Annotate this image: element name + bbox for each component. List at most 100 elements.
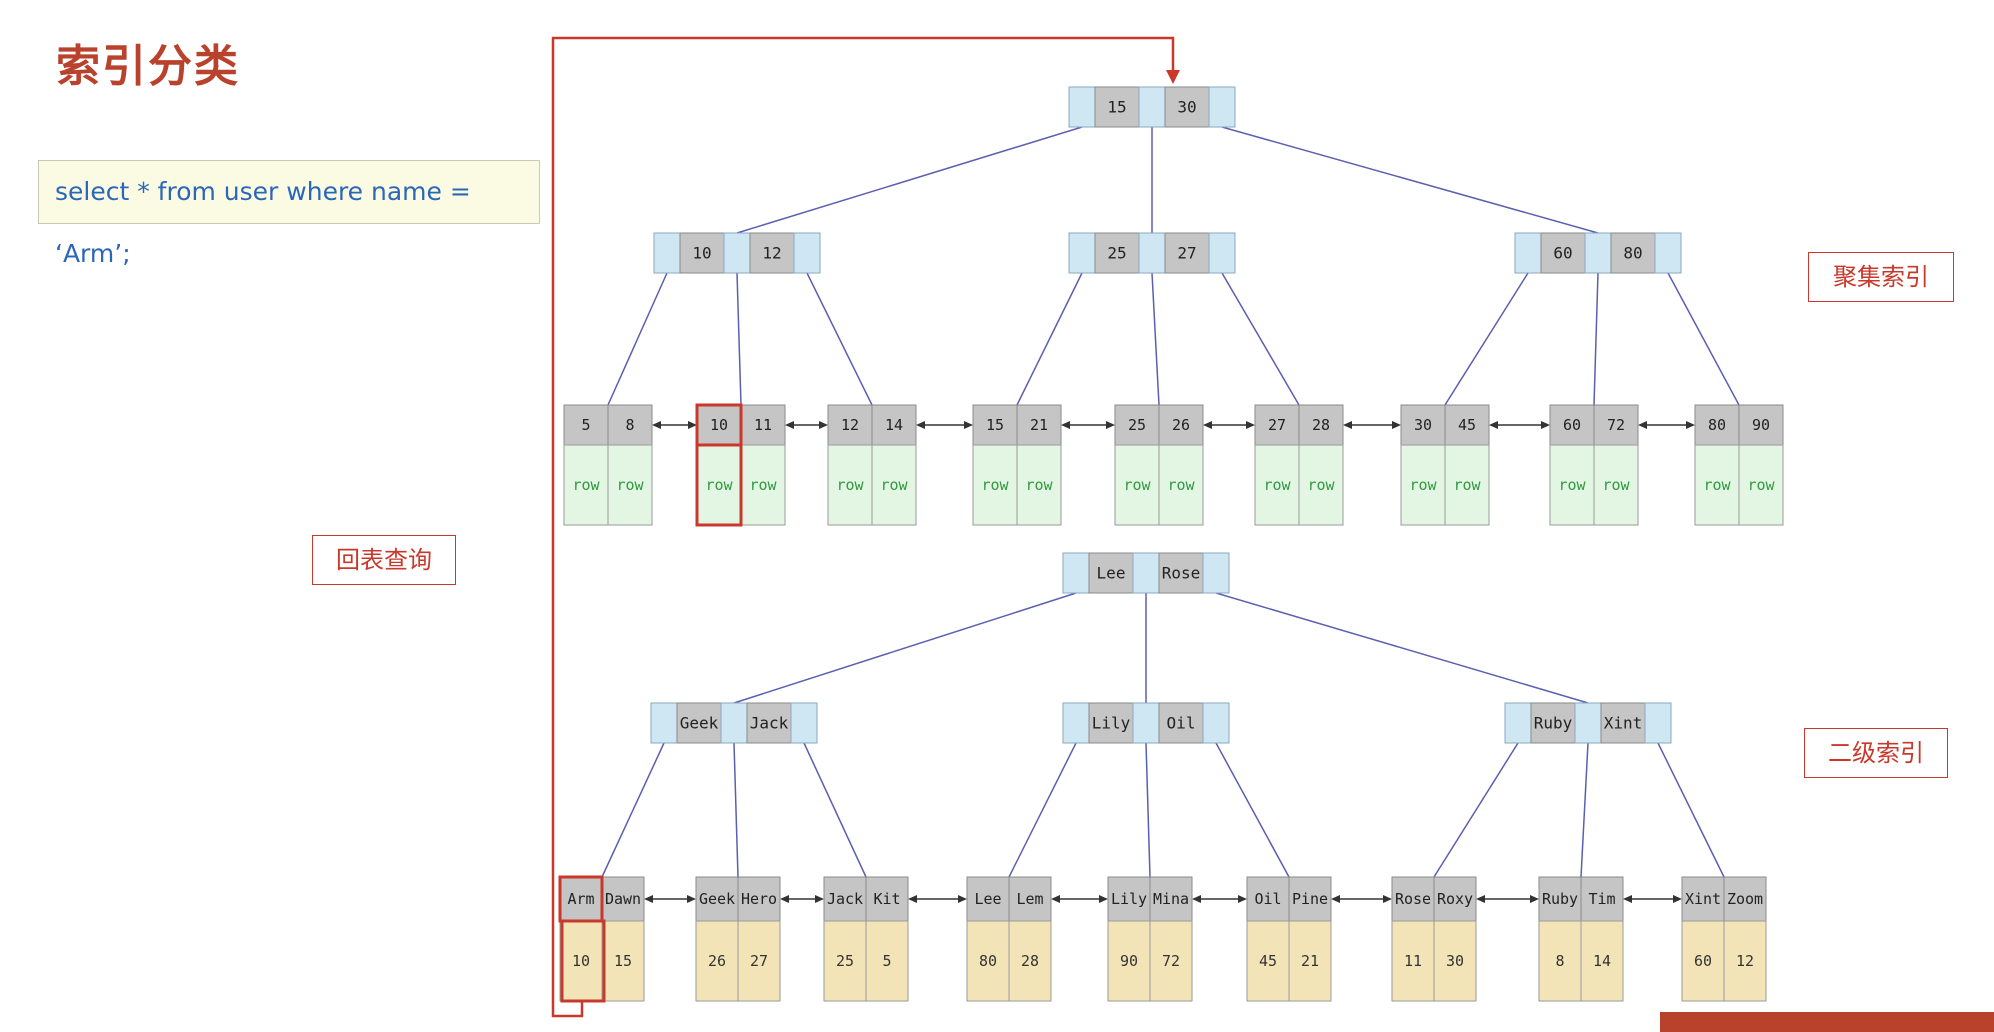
- clustered-root-pointer: [1208, 86, 1236, 128]
- clustered-internal-key-label: 27: [1177, 244, 1196, 263]
- sql-query-box: select * from user where name = ‘Arm’;: [38, 160, 540, 268]
- clustered-internal-pointer: [1654, 232, 1682, 274]
- secondary-leaf-value: [559, 920, 603, 1002]
- secondary-internal-key: [1158, 702, 1204, 744]
- clustered-leaf-value: [563, 444, 609, 526]
- clustered-internal-pointer: [653, 232, 681, 274]
- clustered-leaf-value-label: row: [1025, 476, 1053, 494]
- tree-edge: [1444, 272, 1529, 406]
- leaf-link-arrowhead: [1246, 421, 1255, 429]
- secondary-leaf-key-label: Hero: [741, 890, 777, 908]
- secondary-leaf-key-label: Rose: [1395, 890, 1431, 908]
- clustered-leaf-key: [1444, 404, 1490, 446]
- secondary-internal-pointer: [1574, 702, 1602, 744]
- tree-edge: [1433, 742, 1519, 878]
- leaf-link-arrowhead: [916, 421, 925, 429]
- leaf-link-arrowhead: [1099, 895, 1108, 903]
- clustered-leaf-value-label: row: [705, 476, 733, 494]
- secondary-leaf-value: [1149, 920, 1193, 1002]
- secondary-leaf-key-label: Xint: [1685, 890, 1721, 908]
- secondary-leaf-key-label: Geek: [699, 890, 735, 908]
- secondary-root-key: [1088, 552, 1134, 594]
- secondary-leaf-value-label: 11: [1404, 952, 1422, 970]
- clustered-internal-pointer: [723, 232, 751, 274]
- clustered-leaf-value: [827, 444, 873, 526]
- leaf-link-arrowhead: [1383, 895, 1392, 903]
- leaf-link-arrowhead: [1476, 895, 1485, 903]
- secondary-leaf-value-label: 10: [572, 952, 590, 970]
- clustered-root-pointer: [1138, 86, 1166, 128]
- secondary-leaf-value: [966, 920, 1010, 1002]
- clustered-leaf-key: [740, 404, 786, 446]
- secondary-leaf-key: [1723, 876, 1767, 922]
- clustered-leaf-value-label: row: [1602, 476, 1630, 494]
- leaf-link-arrowhead: [652, 421, 661, 429]
- clustered-leaf-key-label: 45: [1458, 416, 1476, 434]
- clustered-leaf-key-label: 30: [1414, 416, 1432, 434]
- clustered-leaf-value-label: row: [1558, 476, 1586, 494]
- leaf-link-arrowhead: [908, 895, 917, 903]
- tree-edge: [1593, 272, 1599, 406]
- clustered-index-label: 聚集索引: [1808, 252, 1954, 302]
- secondary-index-label: 二级索引: [1804, 728, 1948, 778]
- secondary-leaf-value-label: 5: [882, 952, 891, 970]
- tree-edge: [1145, 742, 1151, 878]
- clustered-leaf-key: [1549, 404, 1595, 446]
- secondary-leaf-value: [1246, 920, 1290, 1002]
- clustered-leaf-value: [1549, 444, 1595, 526]
- highlight-clustered-row: [695, 443, 743, 527]
- secondary-leaf-value: [737, 920, 781, 1002]
- leaf-link-arrowhead: [780, 895, 789, 903]
- secondary-leaf-key: [1288, 876, 1332, 922]
- clustered-leaf-value-label: row: [749, 476, 777, 494]
- leaf-link-arrowhead: [1623, 895, 1632, 903]
- secondary-leaf-value: [1580, 920, 1624, 1002]
- secondary-leaf-key: [601, 876, 645, 922]
- clustered-leaf-key: [1593, 404, 1639, 446]
- secondary-leaf-value: [601, 920, 645, 1002]
- clustered-internal-key: [749, 232, 795, 274]
- secondary-leaf-value-label: 27: [750, 952, 768, 970]
- leaf-link-arrowhead: [1203, 421, 1212, 429]
- clustered-leaf-key: [871, 404, 917, 446]
- clustered-root-pointer: [1068, 86, 1096, 128]
- clustered-leaf-value: [607, 444, 653, 526]
- tree-edge: [733, 592, 1077, 704]
- secondary-leaf-key-label: Roxy: [1437, 890, 1473, 908]
- clustered-leaf-value-label: row: [616, 476, 644, 494]
- leaf-link-arrowhead: [688, 421, 697, 429]
- corner-badge: [1660, 1012, 1994, 1032]
- secondary-leaf-value-label: 26: [708, 952, 726, 970]
- clustered-leaf-key-label: 10: [710, 416, 728, 434]
- secondary-leaf-value-label: 72: [1162, 952, 1180, 970]
- leaf-link-arrowhead: [1061, 421, 1070, 429]
- leaf-link-arrowhead: [1331, 895, 1340, 903]
- clustered-leaf-value: [1158, 444, 1204, 526]
- clustered-leaf-value: [1254, 444, 1300, 526]
- leaf-link-arrowhead: [1343, 421, 1352, 429]
- clustered-internal-key-label: 60: [1553, 244, 1572, 263]
- secondary-leaf-value-label: 8: [1555, 952, 1564, 970]
- secondary-leaf-key-label: Oil: [1254, 890, 1281, 908]
- clustered-leaf-value-label: row: [1123, 476, 1151, 494]
- secondary-leaf-value: [1681, 920, 1725, 1002]
- tree-edge: [736, 272, 742, 406]
- secondary-leaf-value-label: 60: [1694, 952, 1712, 970]
- secondary-leaf-value: [695, 920, 739, 1002]
- clustered-internal-pointer: [1068, 232, 1096, 274]
- secondary-internal-pointer: [1644, 702, 1672, 744]
- secondary-leaf-key-label: Ruby: [1542, 890, 1578, 908]
- clustered-leaf-key: [1158, 404, 1204, 446]
- clustered-leaf-value: [1444, 444, 1490, 526]
- clustered-leaf-key-label: 72: [1607, 416, 1625, 434]
- secondary-leaf-value-label: 25: [836, 952, 854, 970]
- leaf-link-arrowhead: [958, 895, 967, 903]
- lookup-back-arrow: [551, 36, 1175, 1018]
- clustered-leaf-key-label: 60: [1563, 416, 1581, 434]
- clustered-internal-pointer: [793, 232, 821, 274]
- leaf-link-arrowhead: [1392, 421, 1401, 429]
- clustered-leaf-key-label: 80: [1708, 416, 1726, 434]
- secondary-leaf-key: [1391, 876, 1435, 922]
- clustered-internal-key-label: 10: [692, 244, 711, 263]
- tree-edge: [736, 126, 1083, 234]
